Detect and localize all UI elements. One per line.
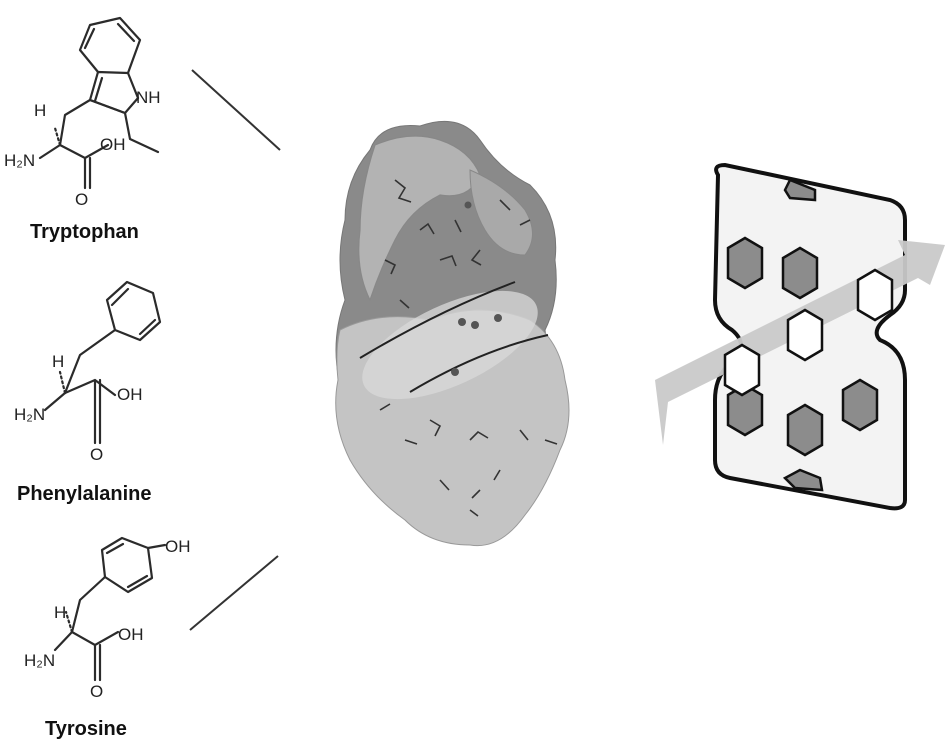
phenylalanine-h-label: H [52,352,64,371]
connector-line-top [191,69,281,151]
tryptophan-amino-label: H₂N [4,151,35,170]
phenylalanine-structure [43,280,162,445]
tyrosine-o-label: O [90,682,103,701]
tyrosine-acid-label: OH [118,625,144,644]
phenylalanine-o-label: O [90,445,103,464]
tryptophan-name: Tryptophan [30,221,139,243]
connector-line-bottom [189,555,279,631]
tryptophan-acid-label: OH [100,135,126,154]
channel-transport-icon [655,162,945,511]
tyrosine-name: Tyrosine [45,718,127,740]
phenylalanine-acid-label: OH [117,385,143,404]
phenylalanine-name: Phenylalanine [17,483,152,505]
tyrosine-structure [53,536,167,682]
tyrosine-amino-label: H₂N [24,651,55,670]
tyrosine-h-label: H [54,603,66,622]
tryptophan-o-label: O [75,190,88,209]
tryptophan-h-label: H [34,101,46,120]
tryptophan-nh-label: NH [136,88,161,107]
tryptophan-structure [38,16,160,190]
tyrosine-oh-label: OH [165,537,191,556]
phenylalanine-amino-label: H₂N [14,405,45,424]
protein-surface-icon [335,120,570,547]
